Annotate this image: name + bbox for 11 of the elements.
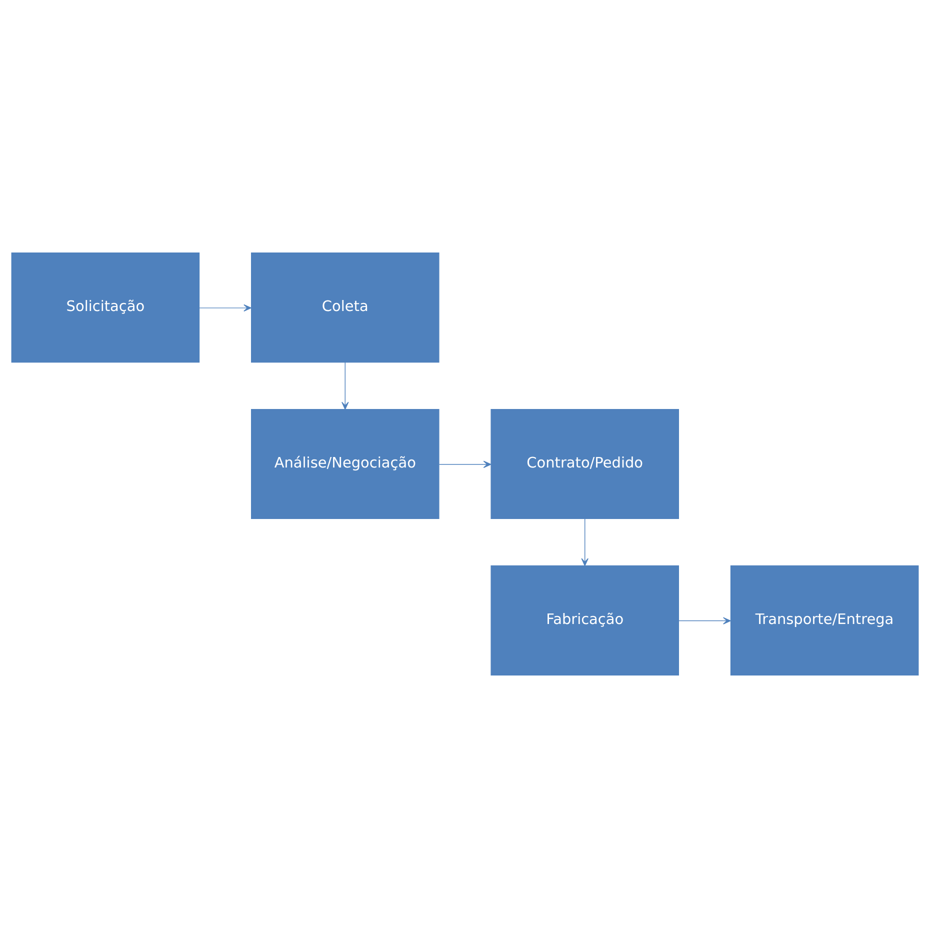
- node-box: Transporte/Entrega: [730, 565, 919, 676]
- node-box: Coleta: [251, 252, 440, 363]
- arrow: [678, 617, 731, 624]
- node-box: Análise/Negociação: [251, 408, 440, 520]
- node-box: Fabricação: [490, 565, 679, 676]
- arrow: [438, 460, 492, 468]
- node-box: Contrato/Pedido: [490, 408, 679, 520]
- arrow: [581, 518, 588, 566]
- node-box: Solicitação: [11, 252, 200, 363]
- arrow: [199, 304, 252, 312]
- arrow: [342, 362, 349, 410]
